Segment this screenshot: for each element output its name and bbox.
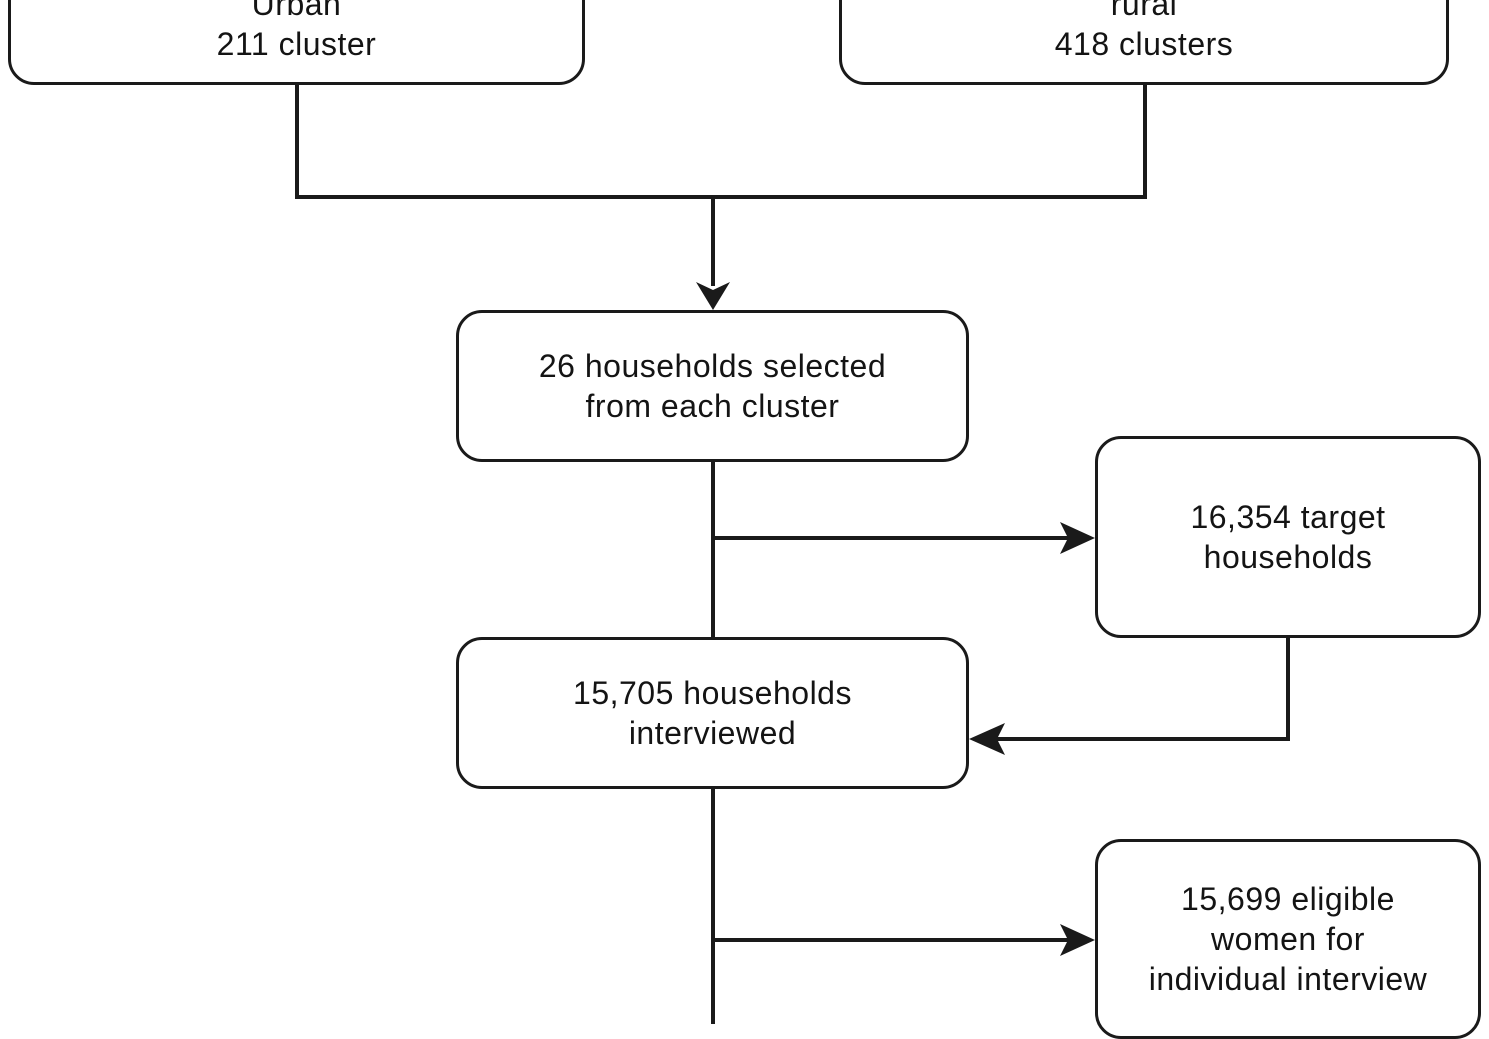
node-target-line-2: households xyxy=(1203,539,1373,575)
node-rural-count: 418 clusters xyxy=(1054,25,1234,62)
node-target-line-1: 16,354 target xyxy=(1190,499,1386,535)
arrowhead-selected xyxy=(696,282,730,310)
connector-urban-to-merge xyxy=(295,85,713,199)
arrowhead-target xyxy=(1060,522,1095,554)
connector-target-to-interviewed xyxy=(995,638,1290,741)
node-urban-count: 211 cluster xyxy=(216,25,377,62)
node-target-households: 16,354 target households xyxy=(1095,436,1481,638)
connector-rural-to-merge xyxy=(713,85,1147,199)
arrowhead-interviewed xyxy=(969,723,1005,755)
node-interviewed-line-1: 15,705 households xyxy=(573,675,852,711)
node-households-interviewed: 15,705 households interviewed xyxy=(456,637,969,789)
node-urban-label: Urban xyxy=(251,0,342,22)
node-eligible-women: 15,699 eligible women for individual int… xyxy=(1095,839,1481,1039)
node-selected-line-1: 26 households selected xyxy=(538,348,887,384)
arrowhead-eligible xyxy=(1060,924,1095,956)
node-interviewed-line-2: interviewed xyxy=(628,715,797,751)
node-rural-label: rural xyxy=(1110,0,1178,22)
node-urban-clusters: Urban 211 cluster xyxy=(8,0,585,85)
node-eligible-line-3: individual interview xyxy=(1148,961,1428,997)
node-eligible-line-2: women for xyxy=(1211,921,1365,957)
node-rural-clusters: rural 418 clusters xyxy=(839,0,1449,85)
node-eligible-line-1: 15,699 eligible xyxy=(1181,881,1395,917)
node-selected-line-2: from each cluster xyxy=(585,388,840,424)
node-households-selected: 26 households selected from each cluster xyxy=(456,310,969,462)
